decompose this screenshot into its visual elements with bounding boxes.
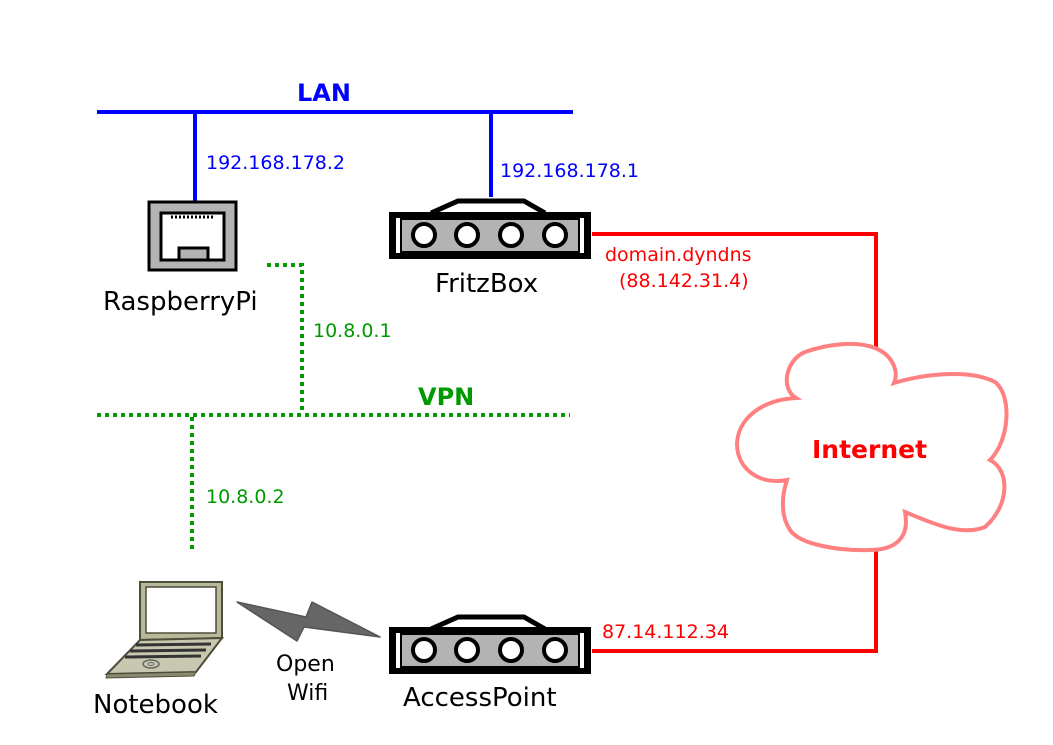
lan-network: LAN 192.168.178.2 192.168.178.1 [97, 79, 639, 201]
notebook-label: Notebook [93, 690, 218, 720]
accesspoint-wan-ip: 87.14.112.34 [602, 621, 729, 643]
lan-label: LAN [297, 79, 351, 107]
notebook-device[interactable]: Notebook [93, 581, 225, 720]
ethernet-port-icon [147, 200, 238, 272]
notebook-vpn-ip: 10.8.0.2 [206, 486, 285, 508]
fritzbox-device[interactable]: FritzBox [389, 198, 591, 299]
wifi-label-line2: Wifi [287, 681, 328, 706]
router-icon [389, 614, 591, 674]
fritzbox-wan-host: domain.dyndns [605, 244, 752, 266]
accesspoint-wan-link [592, 548, 878, 653]
vpn-link-raspberrypi [267, 263, 304, 413]
raspberrypi-lan-ip: 192.168.178.2 [206, 152, 345, 174]
wifi-label-line1: Open [276, 652, 335, 677]
cloud-icon [734, 341, 1009, 553]
fritzbox-wan-link [592, 232, 878, 349]
router-icon [389, 198, 591, 259]
internet-links: domain.dyndns (88.142.31.4) 87.14.112.34 [592, 232, 878, 653]
fritzbox-lan-ip: 192.168.178.1 [500, 160, 639, 182]
vpn-network: VPN 10.8.0.1 10.8.0.2 [97, 263, 570, 550]
internet-label: Internet [812, 435, 927, 464]
raspberrypi-label: RaspberryPi [103, 287, 258, 317]
laptop-icon [104, 581, 225, 679]
fritzbox-wan-ip: (88.142.31.4) [619, 270, 749, 292]
lightning-bolt-icon [236, 601, 381, 642]
fritzbox-label: FritzBox [435, 269, 538, 299]
raspberrypi-vpn-ip: 10.8.0.1 [313, 320, 392, 342]
vpn-label: VPN [418, 383, 474, 411]
internet-cloud: Internet [734, 341, 1009, 553]
raspberrypi-device[interactable]: RaspberryPi [103, 200, 258, 317]
wifi-link: Open Wifi [236, 601, 381, 706]
accesspoint-device[interactable]: AccessPoint [389, 614, 591, 713]
accesspoint-label: AccessPoint [403, 683, 557, 713]
